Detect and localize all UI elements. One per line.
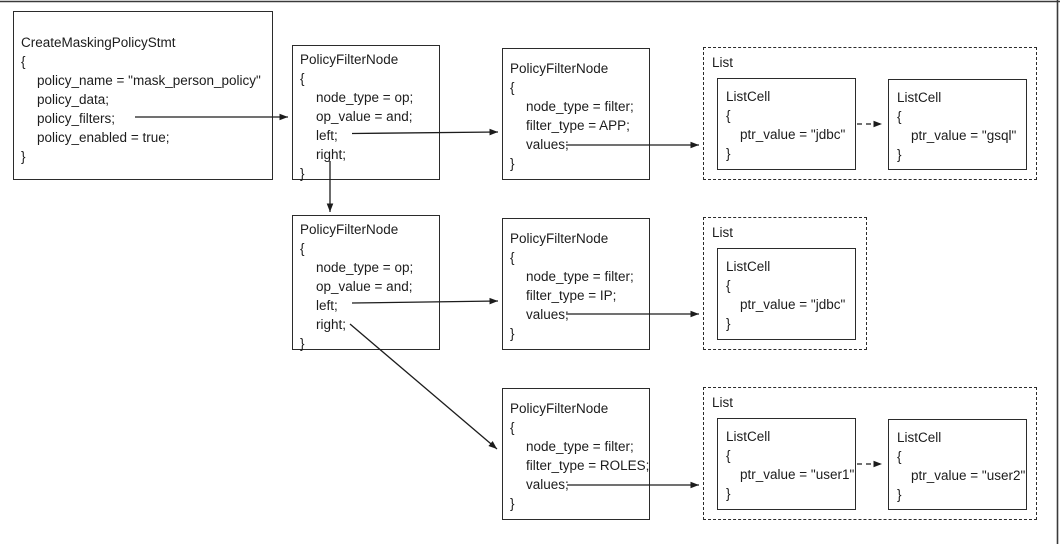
brace-close-line: } xyxy=(726,486,731,501)
brace-close-line: } xyxy=(510,326,515,341)
brace-open-line: { xyxy=(726,448,731,463)
node-title: PolicyFilterNode xyxy=(510,231,609,246)
list-ip-values: List ListCell { ptr_value = "jdbc" } xyxy=(703,217,867,350)
node-policy-filter-app: PolicyFilterNode { node_type = filter; f… xyxy=(502,48,650,180)
field-left: left; xyxy=(316,298,338,313)
listcell-title: ListCell xyxy=(726,259,771,274)
listcell-value: ptr_value = "jdbc" xyxy=(740,127,846,142)
field-op-value: op_value = and; xyxy=(316,109,413,124)
node-title: PolicyFilterNode xyxy=(510,61,609,76)
node-policy-filter-roles: PolicyFilterNode { node_type = filter; f… xyxy=(502,388,650,520)
node-title: PolicyFilterNode xyxy=(300,222,399,237)
listcell-value: ptr_value = "jdbc" xyxy=(740,297,846,312)
brace-open-line: { xyxy=(510,80,515,95)
field-node-type: node_type = filter; xyxy=(526,439,634,454)
node-title: CreateMaskingPolicyStmt xyxy=(21,35,176,50)
field-node-type: node_type = filter; xyxy=(526,99,634,114)
brace-open-line: { xyxy=(510,250,515,265)
node-policy-filter-op-1: PolicyFilterNode { node_type = op; op_va… xyxy=(292,45,440,181)
listcell-title: ListCell xyxy=(726,429,771,444)
brace-open-line: { xyxy=(897,109,902,124)
listcell-user1: ListCell { ptr_value = "user1" } xyxy=(717,418,856,510)
listcell-value: ptr_value = "user2" xyxy=(911,468,1026,483)
field-node-type: node_type = op; xyxy=(316,260,414,275)
listcell-value: ptr_value = "user1" xyxy=(740,467,855,482)
field-right: right; xyxy=(316,317,347,332)
field-right: right; xyxy=(316,147,347,162)
brace-open-line: { xyxy=(300,71,305,86)
field-node-type: node_type = op; xyxy=(316,90,414,105)
brace-open-line: { xyxy=(726,278,731,293)
field-policy-data: policy_data; xyxy=(37,92,110,107)
listcell-jdbc-2: ListCell { ptr_value = "jdbc" } xyxy=(717,248,856,340)
brace-close-line: } xyxy=(726,316,731,331)
list-app-values: List ListCell { ptr_value = "jdbc" } Lis… xyxy=(703,47,1037,180)
node-policy-filter-op-2: PolicyFilterNode { node_type = op; op_va… xyxy=(292,215,440,351)
brace-open-line: { xyxy=(726,108,731,123)
listcell-title: ListCell xyxy=(897,430,942,445)
brace-open-line: { xyxy=(897,449,902,464)
node-title: PolicyFilterNode xyxy=(300,52,399,67)
field-values: values; xyxy=(526,137,569,152)
listcell-title: ListCell xyxy=(726,89,771,104)
field-filter-type: filter_type = ROLES; xyxy=(526,458,650,473)
field-policy-name: policy_name = "mask_person_policy" xyxy=(37,73,261,88)
brace-close-line: } xyxy=(300,336,305,351)
node-create-masking-policy-stmt: CreateMaskingPolicyStmt { policy_name = … xyxy=(13,11,273,180)
brace-close-line: } xyxy=(510,156,515,171)
field-policy-filters: policy_filters; xyxy=(37,111,116,126)
list-label: List xyxy=(712,225,734,240)
node-policy-filter-ip: PolicyFilterNode { node_type = filter; f… xyxy=(502,218,650,350)
brace-close-line: } xyxy=(21,149,26,164)
brace-close-line: } xyxy=(897,147,902,162)
field-left: left; xyxy=(316,128,338,143)
node-title: PolicyFilterNode xyxy=(510,401,609,416)
field-node-type: node_type = filter; xyxy=(526,269,634,284)
brace-close-line: } xyxy=(510,496,515,511)
brace-open-line: { xyxy=(510,420,515,435)
listcell-value: ptr_value = "gsql" xyxy=(911,128,1017,143)
field-values: values; xyxy=(526,307,569,322)
field-op-value: op_value = and; xyxy=(316,279,413,294)
listcell-jdbc: ListCell { ptr_value = "jdbc" } xyxy=(717,78,856,170)
brace-open-line: { xyxy=(21,54,26,69)
listcell-gsql: ListCell { ptr_value = "gsql" } xyxy=(888,79,1027,170)
field-values: values; xyxy=(526,477,569,492)
listcell-title: ListCell xyxy=(897,90,942,105)
list-roles-values: List ListCell { ptr_value = "user1" } Li… xyxy=(703,387,1037,520)
list-label: List xyxy=(712,55,734,70)
brace-close-line: } xyxy=(726,146,731,161)
field-filter-type: filter_type = IP; xyxy=(526,288,617,303)
brace-close-line: } xyxy=(897,487,902,502)
brace-open-line: { xyxy=(300,241,305,256)
field-filter-type: filter_type = APP; xyxy=(526,118,630,133)
list-label: List xyxy=(712,395,734,410)
brace-close-line: } xyxy=(300,166,305,181)
listcell-user2: ListCell { ptr_value = "user2" } xyxy=(888,419,1027,510)
field-policy-enabled: policy_enabled = true; xyxy=(37,130,170,145)
